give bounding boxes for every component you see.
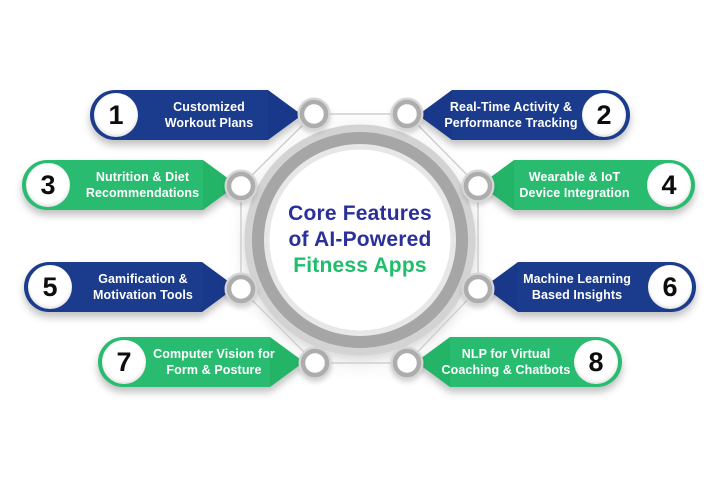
- feature-number-badge: 5: [28, 265, 72, 309]
- connector-node: [297, 97, 331, 131]
- feature-number-badge: 6: [648, 265, 692, 309]
- feature-pill-7: 7 Computer Vision for Form & Posture: [98, 337, 304, 387]
- title-line-3: Fitness Apps: [293, 254, 427, 277]
- feature-pill-4: 4 Wearable & IoT Device Integration: [480, 160, 695, 210]
- connector-node: [461, 272, 495, 306]
- connector-node: [390, 97, 424, 131]
- feature-label: Nutrition & Diet Recommendations: [85, 170, 200, 200]
- feature-number-badge: 8: [574, 340, 618, 384]
- connector-node: [461, 169, 495, 203]
- feature-pill-2: 2 Real-Time Activity & Performance Track…: [418, 90, 630, 140]
- title-line-1: Core Features: [288, 202, 432, 225]
- title-line-2: of AI-Powered: [288, 228, 432, 251]
- feature-label: NLP for Virtual Coaching & Chatbots: [441, 347, 571, 377]
- feature-number-badge: 4: [647, 163, 691, 207]
- center-ring: [244, 124, 476, 356]
- feature-pill-1: 1 Customized Workout Plans: [90, 90, 302, 140]
- feature-label: Machine Learning Based Insights: [523, 272, 631, 302]
- connector-node: [224, 169, 258, 203]
- connector-node: [298, 346, 332, 380]
- feature-pill-6: 6 Machine Learning Based Insights: [484, 262, 696, 312]
- feature-number-badge: 3: [26, 163, 70, 207]
- feature-pill-5: 5 Gamification & Motivation Tools: [24, 262, 236, 312]
- feature-label: Gamification & Motivation Tools: [93, 272, 193, 302]
- feature-label: Real-Time Activity & Performance Trackin…: [444, 100, 578, 130]
- feature-label: Wearable & IoT Device Integration: [519, 170, 630, 200]
- connector-node: [390, 346, 424, 380]
- feature-number-badge: 2: [582, 93, 626, 137]
- center-title: Core Features of AI-Powered Fitness Apps: [230, 201, 490, 279]
- feature-number-badge: 7: [102, 340, 146, 384]
- feature-pill-8: 8 NLP for Virtual Coaching & Chatbots: [416, 337, 622, 387]
- feature-label: Customized Workout Plans: [164, 100, 254, 130]
- feature-number-badge: 1: [94, 93, 138, 137]
- connector-node: [224, 272, 258, 306]
- feature-pill-3: 3 Nutrition & Diet Recommendations: [22, 160, 237, 210]
- feature-label: Computer Vision for Form & Posture: [153, 347, 275, 377]
